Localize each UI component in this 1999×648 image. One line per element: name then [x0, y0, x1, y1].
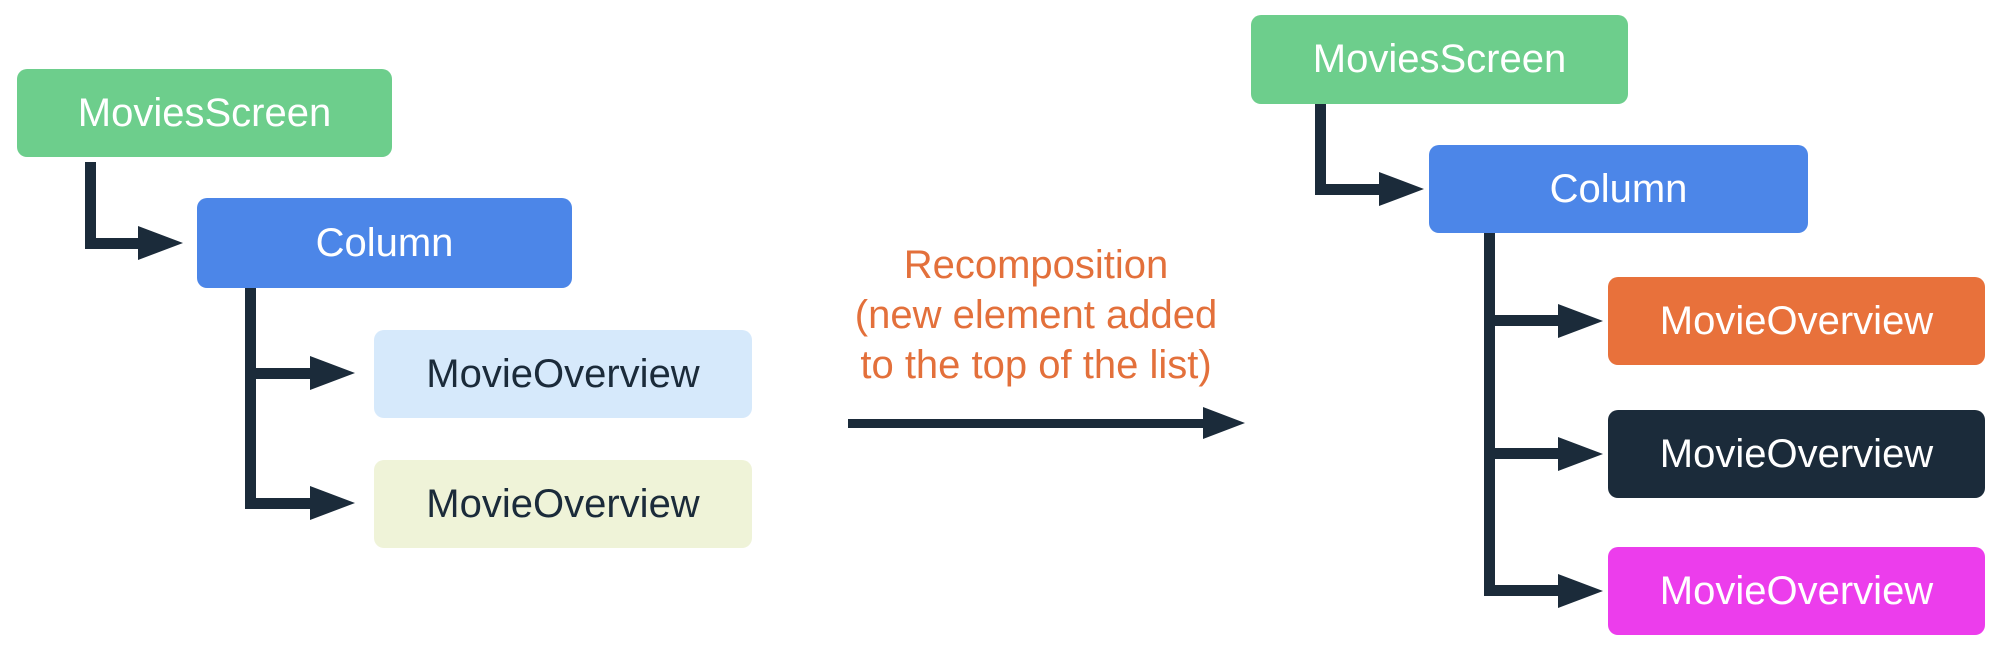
node-column-before: Column — [197, 198, 572, 288]
node-column-after: Column — [1429, 145, 1808, 233]
connector-line — [85, 238, 138, 249]
transition-label-line2: (new element added — [854, 293, 1218, 337]
node-moviesscreen-after: MoviesScreen — [1251, 15, 1628, 104]
transition-label-line3: to the top of the list) — [860, 343, 1212, 387]
connector-line — [1315, 104, 1326, 195]
transition-arrowhead-icon — [1203, 407, 1245, 439]
connector-line — [85, 162, 96, 249]
node-movieoverview-before-2: MovieOverview — [374, 460, 752, 548]
connector-line — [1484, 315, 1558, 326]
connector-line — [245, 498, 310, 509]
arrowhead-icon — [1558, 304, 1603, 338]
connector-line — [1484, 233, 1495, 596]
connector-line — [1484, 448, 1558, 459]
node-moviesscreen-before: MoviesScreen — [17, 69, 392, 157]
arrowhead-icon — [1558, 574, 1603, 608]
connector-line — [245, 288, 256, 509]
transition-label: Recomposition (new element added to the … — [790, 240, 1282, 390]
node-movieoverview-after-3: MovieOverview — [1608, 547, 1985, 635]
arrowhead-icon — [310, 356, 355, 390]
transition-label-line1: Recomposition — [903, 243, 1169, 287]
node-movieoverview-before-1: MovieOverview — [374, 330, 752, 418]
node-movieoverview-after-1: MovieOverview — [1608, 277, 1985, 365]
transition-arrow-shaft — [848, 419, 1203, 428]
connector-line — [245, 368, 310, 379]
arrowhead-icon — [1379, 172, 1424, 206]
arrowhead-icon — [138, 226, 183, 260]
arrowhead-icon — [310, 486, 355, 520]
connector-line — [1484, 585, 1558, 596]
arrowhead-icon — [1558, 437, 1603, 471]
node-movieoverview-after-2: MovieOverview — [1608, 410, 1985, 498]
connector-line — [1315, 184, 1379, 195]
